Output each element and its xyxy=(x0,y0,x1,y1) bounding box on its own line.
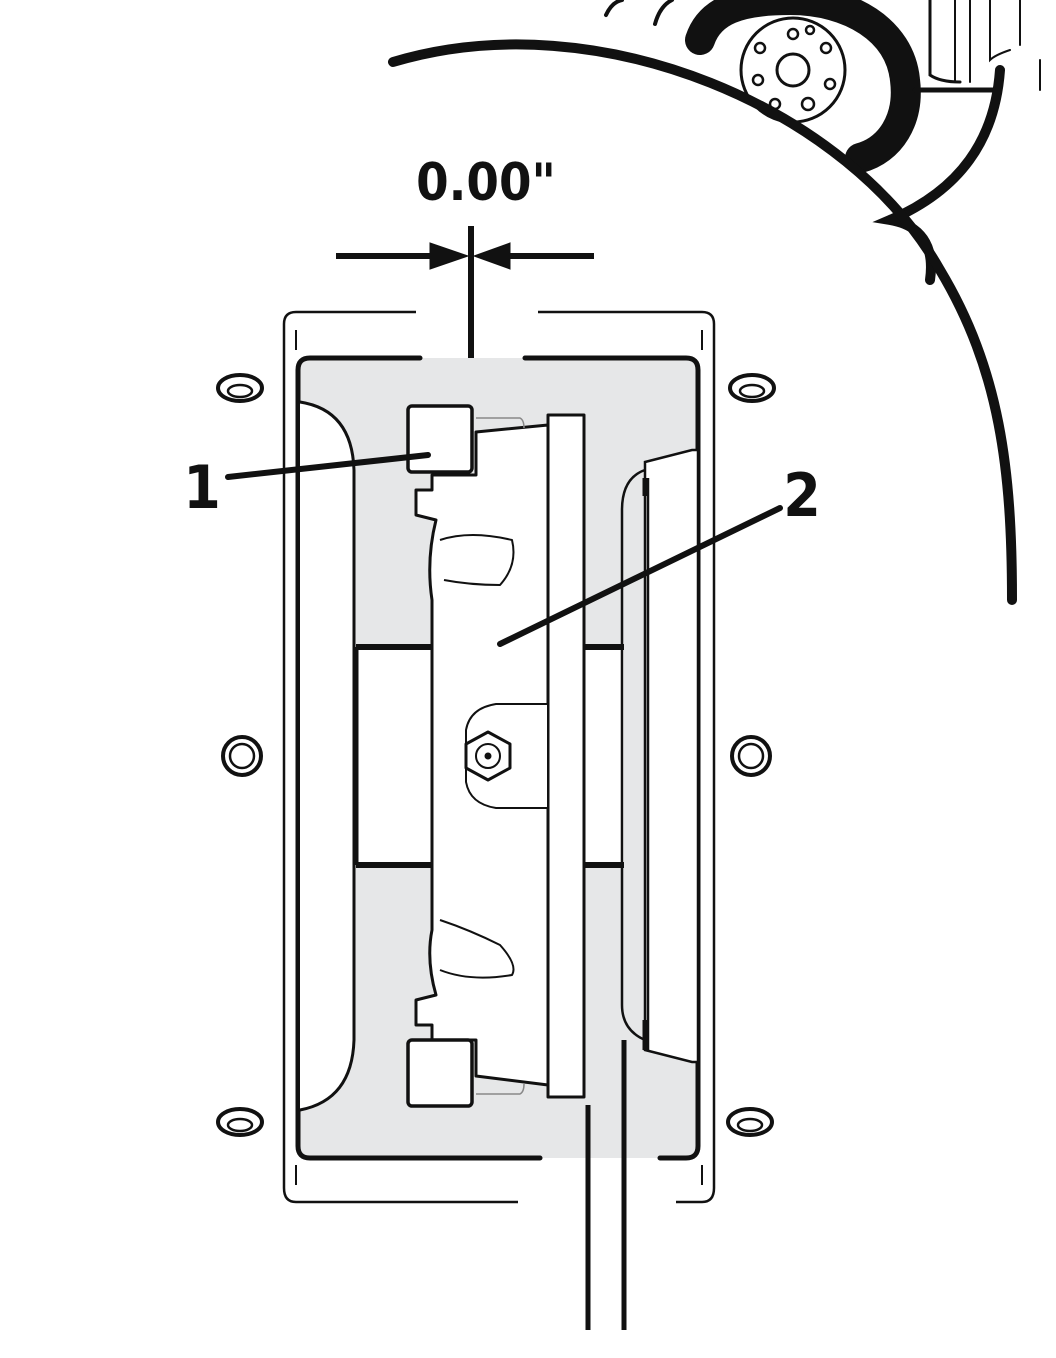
hole-bottom-right xyxy=(726,1107,774,1137)
leader-lines xyxy=(225,452,783,647)
callout-number-2: 2 xyxy=(783,461,821,531)
dimension-label: 0.00" xyxy=(416,153,556,213)
hole-bottom-left xyxy=(216,1107,264,1137)
hole-top-right xyxy=(728,373,776,403)
leader-line-2 xyxy=(497,505,783,647)
vehicle-context xyxy=(388,0,1041,605)
mounting-holes xyxy=(216,373,776,1137)
lamp-wires xyxy=(585,1040,627,1330)
callout-number-1: 1 xyxy=(183,453,221,523)
side-rail xyxy=(620,448,700,1064)
lamp-assembly xyxy=(414,413,586,1099)
hole-mid-right xyxy=(730,735,772,777)
hole-mid-left xyxy=(221,735,263,777)
mounting-bracket xyxy=(282,310,716,1204)
slot-band xyxy=(353,644,624,868)
leader-line-1 xyxy=(225,452,431,480)
hole-top-left xyxy=(216,373,264,403)
